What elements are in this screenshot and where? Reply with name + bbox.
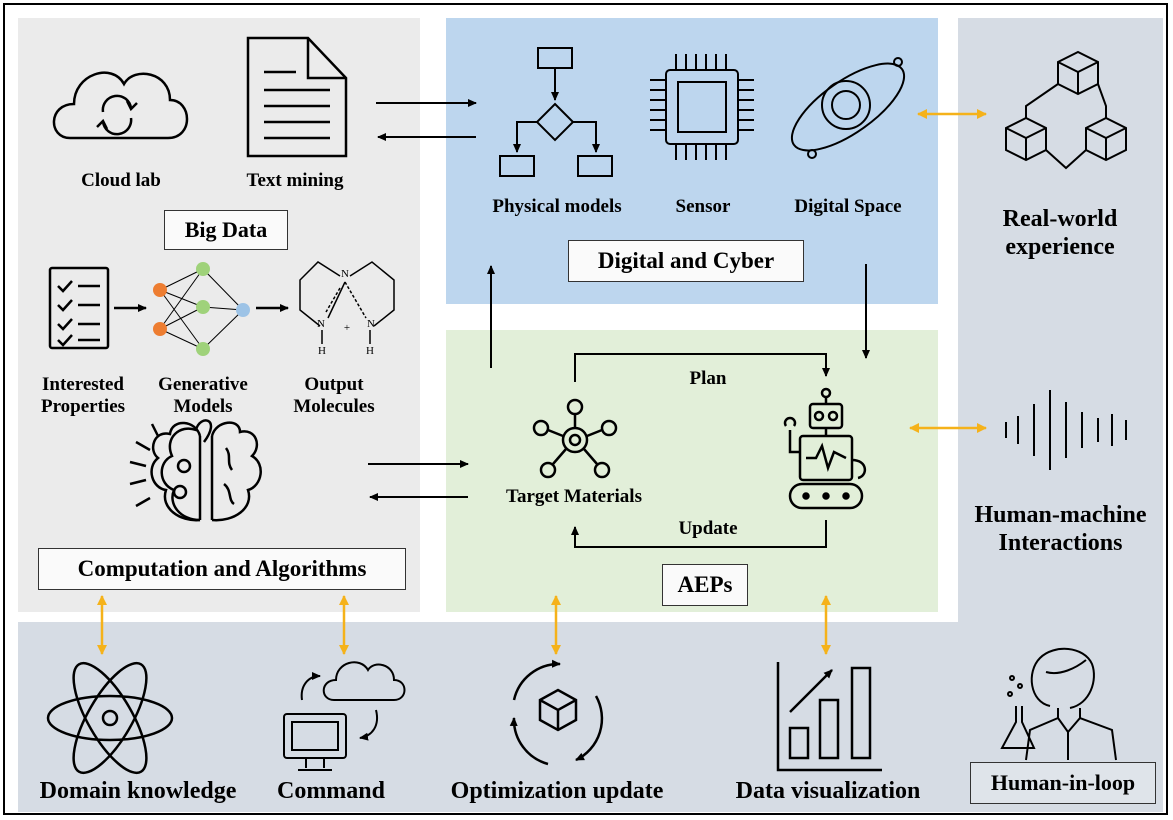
checklist-icon: [48, 266, 110, 350]
text-mining-label: Text mining: [246, 170, 344, 191]
outer-frame: [3, 3, 1168, 815]
data-visualization-label: Data visualization: [735, 778, 921, 804]
command-icon: [283, 661, 406, 771]
molecule-icon: [299, 261, 395, 344]
interested-properties-label: Interested Properties: [40, 374, 126, 417]
computation-title: Computation and Algorithms: [38, 548, 406, 590]
domain-knowledge-label: Domain knowledge: [39, 778, 237, 804]
robot-icon: [783, 387, 866, 510]
sensor-label: Sensor: [675, 196, 731, 217]
orbit-icon: [790, 57, 906, 159]
real-world-label: Real-world experience: [1002, 206, 1118, 260]
atom-h-left: H: [318, 345, 326, 357]
optimization-update-label: Optimization update: [450, 778, 664, 804]
flowchart-icon: [499, 47, 613, 177]
target-materials-label: Target Materials: [506, 486, 642, 507]
digital-space-label: Digital Space: [794, 196, 902, 217]
right-panel: [958, 18, 1163, 622]
target-materials-icon: [532, 398, 618, 479]
big-data-title: Big Data: [164, 210, 288, 250]
update-arrow: [571, 520, 827, 548]
optimization-icon: [509, 659, 604, 766]
chip-icon: [650, 54, 754, 160]
aeps-title: AEPs: [662, 564, 748, 606]
atom-h-right: H: [366, 345, 374, 357]
atom-n-top: N: [341, 268, 349, 280]
generative-models-label: Generative Models: [158, 374, 248, 417]
cloud-lab-icon: [52, 71, 189, 140]
cloud-lab-label: Cloud lab: [81, 170, 161, 191]
update-label: Update: [678, 518, 738, 539]
charge-plus: +: [343, 322, 351, 334]
bar-chart-icon: [776, 662, 882, 772]
atom-n-right: N: [367, 318, 375, 330]
digital-cyber-title: Digital and Cyber: [568, 240, 804, 282]
atom-icon: [46, 661, 174, 775]
generative-network-icon: [153, 262, 250, 356]
human-in-loop-title: Human-in-loop: [970, 762, 1156, 804]
brain-icon: [129, 419, 262, 522]
scientist-icon: [1000, 647, 1117, 761]
human-machine-label: Human-machine Interactions: [974, 502, 1147, 556]
physical-models-label: Physical models: [492, 196, 622, 217]
big-data-panel: [18, 18, 420, 612]
cubes-icon: [1005, 50, 1127, 170]
sound-wave-icon: [1005, 390, 1127, 470]
atom-n-left: N: [317, 318, 325, 330]
text-mining-icon: [246, 36, 348, 158]
output-molecules-label: Output Molecules: [293, 374, 375, 417]
command-label: Command: [276, 778, 385, 804]
plan-label: Plan: [689, 368, 727, 389]
plan-arrow: [574, 353, 830, 382]
